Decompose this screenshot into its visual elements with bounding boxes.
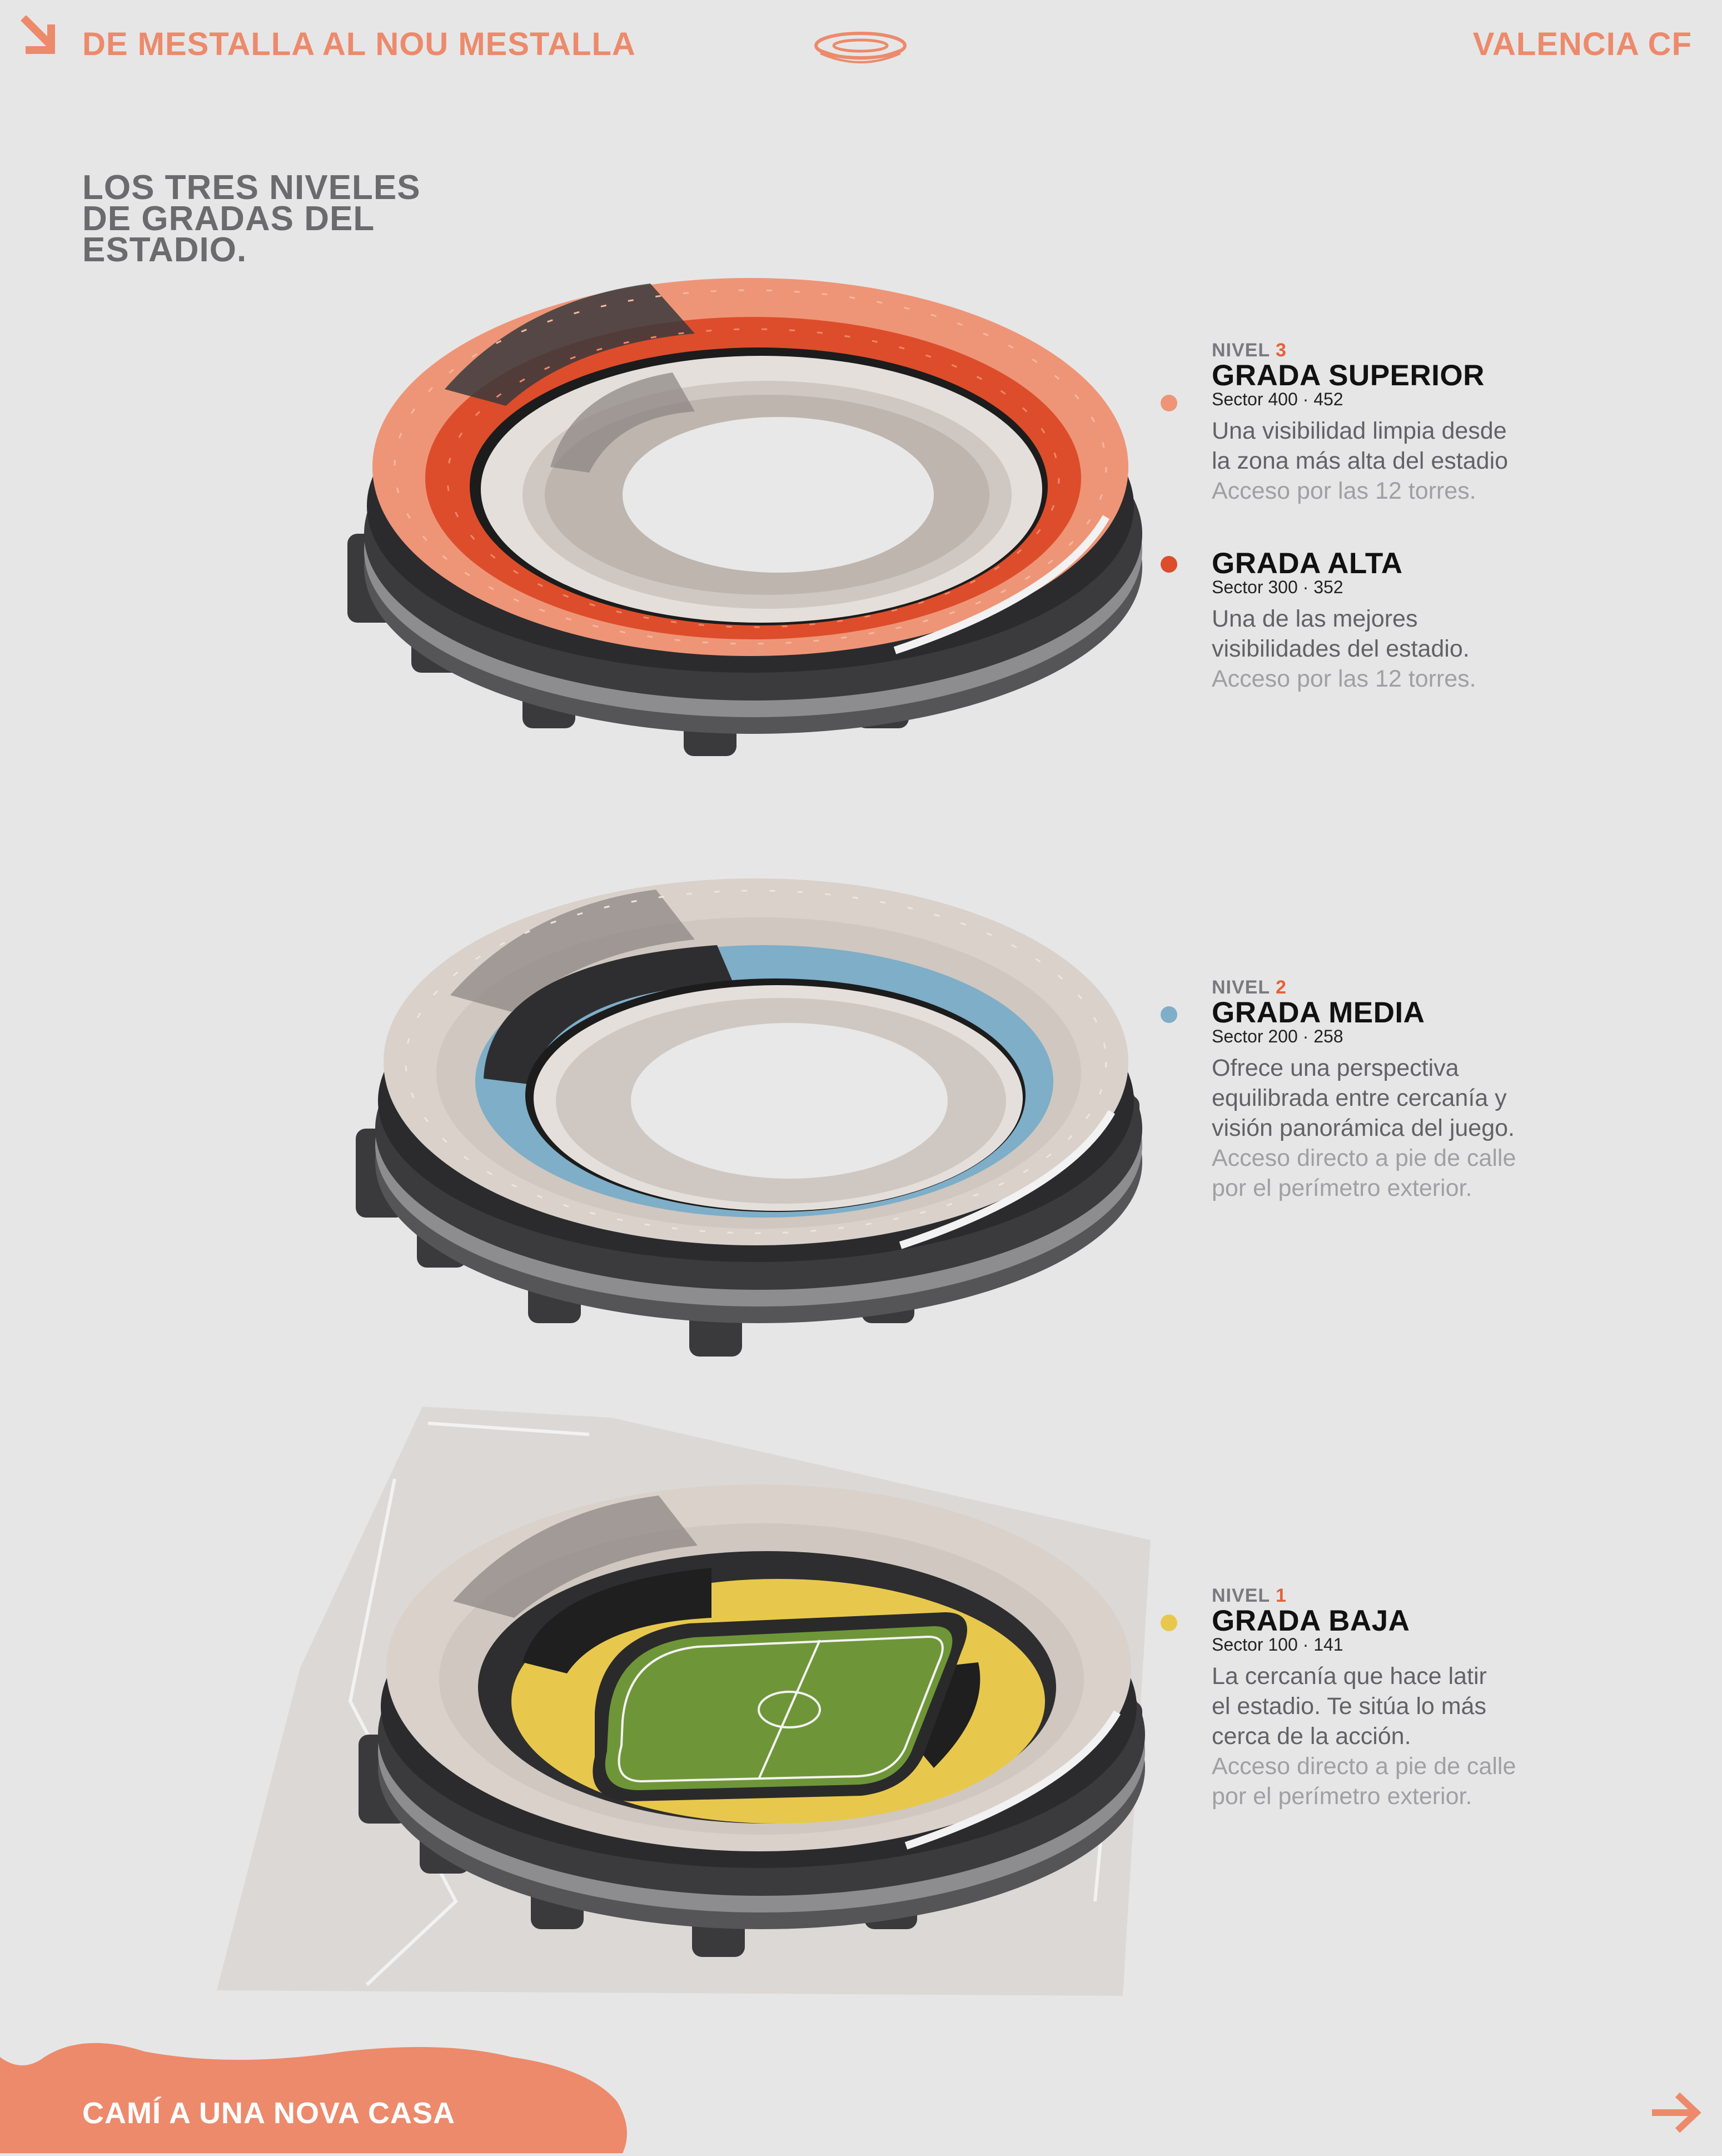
tier-access: Acceso directo a pie de calle — [1212, 1753, 1516, 1780]
tier-name: GRADA ALTA — [1212, 547, 1403, 580]
tier-sector: Sector 200 · 258 — [1212, 1026, 1343, 1046]
tier-level-number: 2 — [1275, 977, 1287, 998]
arrow-right-icon[interactable] — [1649, 2090, 1702, 2135]
footer-blob[interactable] — [0, 2035, 634, 2153]
tier-description: Una de las mejores — [1212, 605, 1418, 632]
tier-access: por el perímetro exterior. — [1212, 1175, 1472, 1201]
stadium-illustration-upper-tiers — [339, 206, 1156, 778]
tier-sector: Sector 400 · 452 — [1212, 389, 1343, 409]
tier-level: NIVEL 2 — [1212, 976, 1634, 998]
intro-line: ESTADIO. — [82, 231, 247, 269]
stadium-logo-icon — [813, 29, 908, 64]
footer-label[interactable]: CAMÍ A UNA NOVA CASA — [82, 2097, 455, 2130]
tier-level-number: 1 — [1275, 1585, 1287, 1606]
tier-color-dot — [1161, 395, 1177, 411]
intro-line: LOS TRES NIVELES — [82, 168, 421, 207]
stadium-illustration-middle-tier — [350, 817, 1156, 1373]
tier-access: Acceso por las 12 torres. — [1212, 478, 1476, 504]
header-title: DE MESTALLA AL NOU MESTALLA — [82, 26, 636, 62]
tier-description: Ofrece una perspectiva — [1212, 1055, 1459, 1081]
tier-color-dot — [1161, 556, 1177, 573]
tier-access: Acceso directo a pie de calle — [1212, 1145, 1516, 1171]
tier-level-number: 3 — [1275, 340, 1287, 361]
tier-access: Acceso por las 12 torres. — [1212, 665, 1476, 692]
tier-sector: Sector 100 · 141 — [1212, 1635, 1343, 1655]
tier-description: el estadio. Te sitúa lo más — [1212, 1693, 1486, 1720]
tier-level-label: NIVEL — [1212, 340, 1270, 361]
tier-color-dot — [1161, 1614, 1177, 1631]
tier-grada-alta: GRADA ALTA Sector 300 · 352 Una de las m… — [1161, 547, 1634, 694]
tier-sector: Sector 300 · 352 — [1212, 577, 1343, 597]
header-brand: VALENCIA CF — [1472, 26, 1692, 62]
intro-title: LOS TRES NIVELES DE GRADAS DEL ESTADIO. — [82, 168, 421, 269]
tier-level-label: NIVEL — [1212, 977, 1270, 998]
intro-line: DE GRADAS DEL — [82, 200, 375, 238]
stadium-illustration-lower-tier — [211, 1401, 1167, 2013]
tier-description: Una visibilidad limpia desde — [1212, 418, 1507, 444]
tier-name: GRADA BAJA — [1212, 1604, 1410, 1637]
tier-color-dot — [1161, 1006, 1177, 1023]
tier-description: cerca de la acción. — [1212, 1723, 1411, 1750]
tier-name: GRADA SUPERIOR — [1212, 359, 1485, 392]
tier-grada-media: NIVEL 2 GRADA MEDIA Sector 200 · 258 Ofr… — [1161, 976, 1634, 1203]
tier-grada-superior: NIVEL 3 GRADA SUPERIOR Sector 400 · 452 … — [1161, 339, 1634, 506]
tier-name: GRADA MEDIA — [1212, 996, 1425, 1029]
tier-description: visión panorámica del juego. — [1212, 1115, 1515, 1141]
tier-grada-baja: NIVEL 1 GRADA BAJA Sector 100 · 141 La c… — [1161, 1584, 1634, 1811]
tier-description: la zona más alta del estadio — [1212, 448, 1509, 474]
tier-level: NIVEL 1 — [1212, 1584, 1634, 1607]
tier-description: La cercanía que hace latir — [1212, 1663, 1487, 1690]
arrow-down-right-icon[interactable] — [17, 15, 63, 62]
tier-level-label: NIVEL — [1212, 1585, 1270, 1606]
tier-description: equilibrada entre cercanía y — [1212, 1085, 1507, 1111]
tier-access: por el perímetro exterior. — [1212, 1783, 1472, 1810]
tier-description: visibilidades del estadio. — [1212, 635, 1470, 662]
tier-level: NIVEL 3 — [1212, 339, 1634, 361]
